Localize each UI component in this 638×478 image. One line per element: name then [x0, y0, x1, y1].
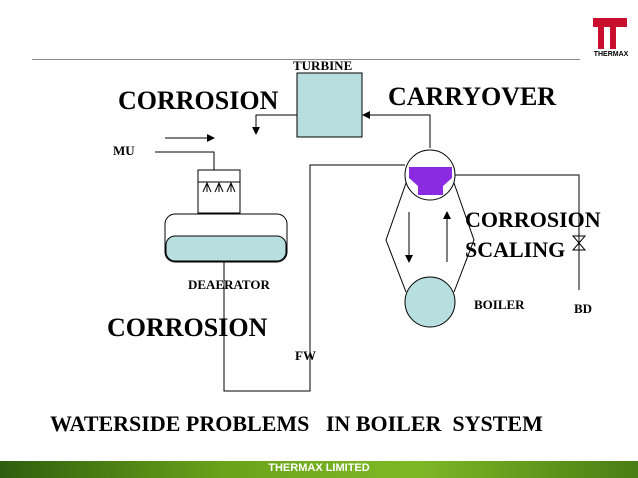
thermax-logo: [589, 16, 631, 62]
slide-title: WATERSIDE PROBLEMS IN BOILER SYSTEM: [50, 411, 543, 436]
logo-text: THERMAX: [593, 51, 629, 58]
makeup-line: [155, 151, 215, 170]
scaling-label: SCALING: [465, 237, 566, 262]
header-rule: [32, 59, 580, 60]
deaerator-water: [165, 235, 287, 262]
deaerator-label: DEAERATOR: [188, 277, 270, 292]
turbine-box: [296, 72, 363, 138]
corrosion-top-label: CORROSION: [118, 86, 279, 115]
boiler-label: BOILER: [474, 297, 525, 312]
blowdown-line: [455, 174, 580, 290]
feedwater-line: [223, 164, 405, 392]
turbine-exhaust-line: [252, 114, 297, 135]
spray-nozzles: [202, 181, 236, 193]
corrosion-right-label: CORROSION: [465, 207, 601, 232]
carryover-label: CARRYOVER: [388, 82, 557, 111]
turbine-label: TURBINE: [293, 58, 353, 73]
steam-line: [362, 111, 431, 148]
boiler-tube-left: [385, 182, 407, 293]
boiler-tube-right: [453, 182, 475, 293]
blowdown-valve: [571, 235, 587, 251]
fw-label: FW: [295, 348, 316, 363]
footer-bar: THERMAX LIMITED: [0, 461, 638, 478]
footer-text: THERMAX LIMITED: [268, 462, 370, 474]
drum-separator: [409, 167, 452, 195]
corrosion-bottom-label: CORROSION: [107, 313, 268, 342]
bd-label: BD: [574, 301, 593, 316]
mu-label: MU: [113, 143, 135, 158]
mud-drum: [404, 276, 456, 328]
